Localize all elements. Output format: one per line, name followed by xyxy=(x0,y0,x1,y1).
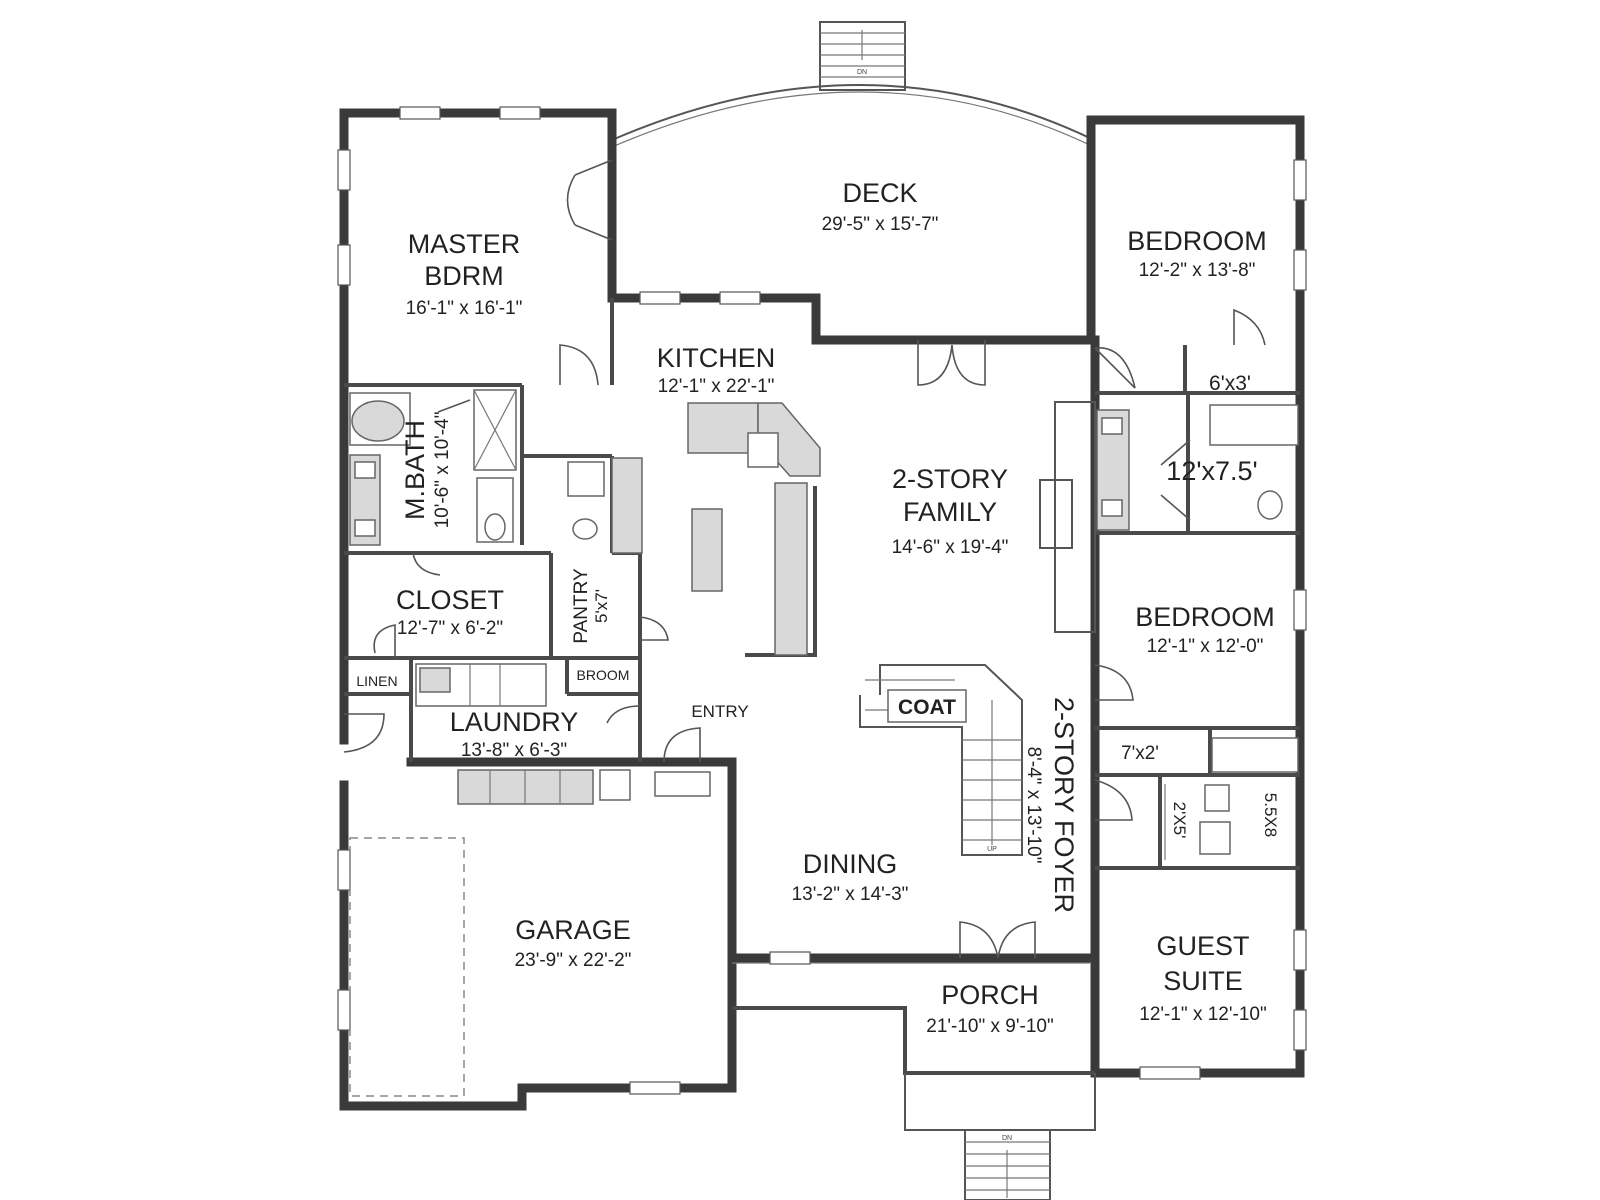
coat-name: COAT xyxy=(898,696,956,719)
bedroom2-name: BEDROOM xyxy=(1135,602,1275,632)
foyer-name: 2-STORY FOYER xyxy=(1049,697,1079,913)
bath55-name: 5.5X8 xyxy=(1261,793,1280,837)
deck-dim: 29'-5" x 15'-7" xyxy=(822,214,939,235)
closet-name: CLOSET xyxy=(396,585,504,615)
bedroom1-dim: 12'-2" x 13'-8" xyxy=(1139,260,1256,281)
deck-outline xyxy=(611,84,1095,148)
bedroom2-dim: 12'-1" x 12'-0" xyxy=(1147,636,1264,657)
bath12-name: 12'x7.5' xyxy=(1166,456,1257,486)
master-name-2: BDRM xyxy=(424,261,504,291)
kitchen-fixtures xyxy=(567,402,821,656)
master-name-1: MASTER xyxy=(408,229,521,259)
closet7x2-name: 7'x2' xyxy=(1121,743,1159,764)
entry-name: ENTRY xyxy=(691,702,748,721)
mbath-name: M.BATH xyxy=(400,420,430,520)
broom-name: BROOM xyxy=(577,667,630,683)
porch-stairs-dn-label: DN xyxy=(1002,1135,1012,1142)
right-bath-fixtures xyxy=(1096,404,1299,860)
laundry-name: LAUNDRY xyxy=(450,707,579,737)
deck-stairs-dn-label: DN xyxy=(857,69,867,76)
dining-dim: 13'-2" x 14'-3" xyxy=(792,884,909,905)
porch-stairs: DN xyxy=(904,1073,1096,1200)
interior-stairs: UP xyxy=(859,664,1023,856)
room-labels: DECK 29'-5" x 15'-7" MASTER BDRM 16'-1" … xyxy=(356,178,1280,1037)
family-dim: 14'-6" x 19'-4" xyxy=(892,537,1009,558)
guest-name-1: GUEST xyxy=(1156,931,1249,961)
garage-parking-outline xyxy=(349,837,465,1097)
coat-closet xyxy=(887,689,967,723)
garage-dim: 23'-9" x 22'-2" xyxy=(515,950,632,971)
closet2x5-name: 2'X5' xyxy=(1170,802,1189,839)
interior-stairs-up-label: UP xyxy=(987,846,997,853)
kitchen-dim: 12'-1" x 22'-1" xyxy=(658,376,775,397)
foyer-dim: 8'-4" x 13'-10" xyxy=(1023,747,1044,864)
pantry-dim: 5'x7' xyxy=(592,589,611,623)
guest-name-2: SUITE xyxy=(1163,966,1243,996)
garage-name: GARAGE xyxy=(515,915,631,945)
deck-name: DECK xyxy=(842,178,917,208)
master-bath-fixtures xyxy=(349,389,517,546)
laundry-fixtures xyxy=(415,663,711,805)
kitchen-name: KITCHEN xyxy=(657,343,776,373)
deck-stairs: DN xyxy=(819,21,906,91)
family-name-1: 2-STORY xyxy=(892,464,1008,494)
guest-dim: 12'-1" x 12'-10" xyxy=(1139,1004,1266,1025)
porch-name: PORCH xyxy=(941,980,1039,1010)
mbath-dim: 10'-6" x 10'-4" xyxy=(432,412,453,529)
laundry-dim: 13'-8" x 6'-3" xyxy=(461,740,567,761)
linen-name: LINEN xyxy=(356,673,397,689)
dining-name: DINING xyxy=(803,849,898,879)
pantry-name: PANTRY xyxy=(571,568,592,644)
master-dim: 16'-1" x 16'-1" xyxy=(406,298,523,319)
closet-dim: 12'-7" x 6'-2" xyxy=(397,618,503,639)
closet6x3-name: 6'x3' xyxy=(1209,372,1251,395)
windows xyxy=(337,106,1307,1095)
porch-dim: 21'-10" x 9'-10" xyxy=(926,1016,1053,1037)
family-name-2: FAMILY xyxy=(903,497,997,527)
bedroom1-name: BEDROOM xyxy=(1127,226,1267,256)
doors xyxy=(343,159,1266,959)
